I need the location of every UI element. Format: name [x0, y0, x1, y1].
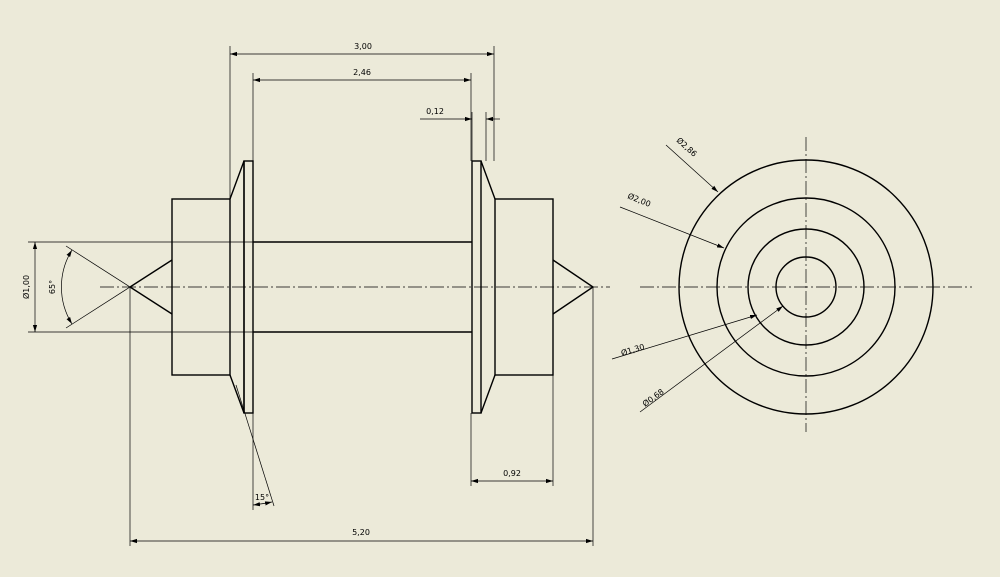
left-wheel-taper: [229, 160, 245, 414]
axle-end-circle: [775, 256, 837, 318]
dim-flange-span: 3,00: [354, 42, 372, 51]
right-flange: [471, 160, 482, 414]
dim-overall-length: 5,20: [352, 528, 370, 537]
dim-wheel-diameter: Ø2,00: [626, 191, 652, 209]
leader-axle-end-diameter: [639, 305, 784, 413]
flange-circle: [678, 159, 934, 415]
dim-flange-thickness: 0,12: [426, 107, 444, 116]
dim-hub-diameter: Ø1,30: [620, 341, 646, 358]
right-wheel-taper: [480, 160, 496, 414]
dim-axle-diameter: Ø1,00: [21, 275, 31, 299]
leader-flange-diameter: [665, 144, 719, 193]
dim-arc-tip-angle: [61, 249, 73, 325]
dim-arc-taper-angle: [252, 501, 273, 507]
leader-hub-diameter: [611, 314, 758, 360]
dim-axle-end-diameter: Ø0,68: [640, 386, 665, 408]
right-hub: [494, 198, 554, 376]
end-view: Ø2,86 Ø2,00 Ø1,30 Ø0,68: [611, 135, 972, 432]
wheel-circle: [716, 197, 896, 377]
dim-flange-diameter: Ø2,86: [675, 135, 700, 159]
hub-circle: [747, 228, 865, 346]
dim-hub-length: 0,92: [503, 469, 521, 478]
side-view: 3,00 2,46 0,12 5,20 0,92 Ø1,00 65° 15°: [21, 42, 610, 546]
dim-tip-angle: 65°: [48, 280, 57, 294]
dim-wheel-taper-angle: 15°: [255, 493, 269, 502]
dim-wheel-span: 2,46: [353, 68, 371, 77]
left-flange: [243, 160, 254, 414]
left-hub: [171, 198, 231, 376]
leader-wheel-diameter: [619, 206, 725, 249]
